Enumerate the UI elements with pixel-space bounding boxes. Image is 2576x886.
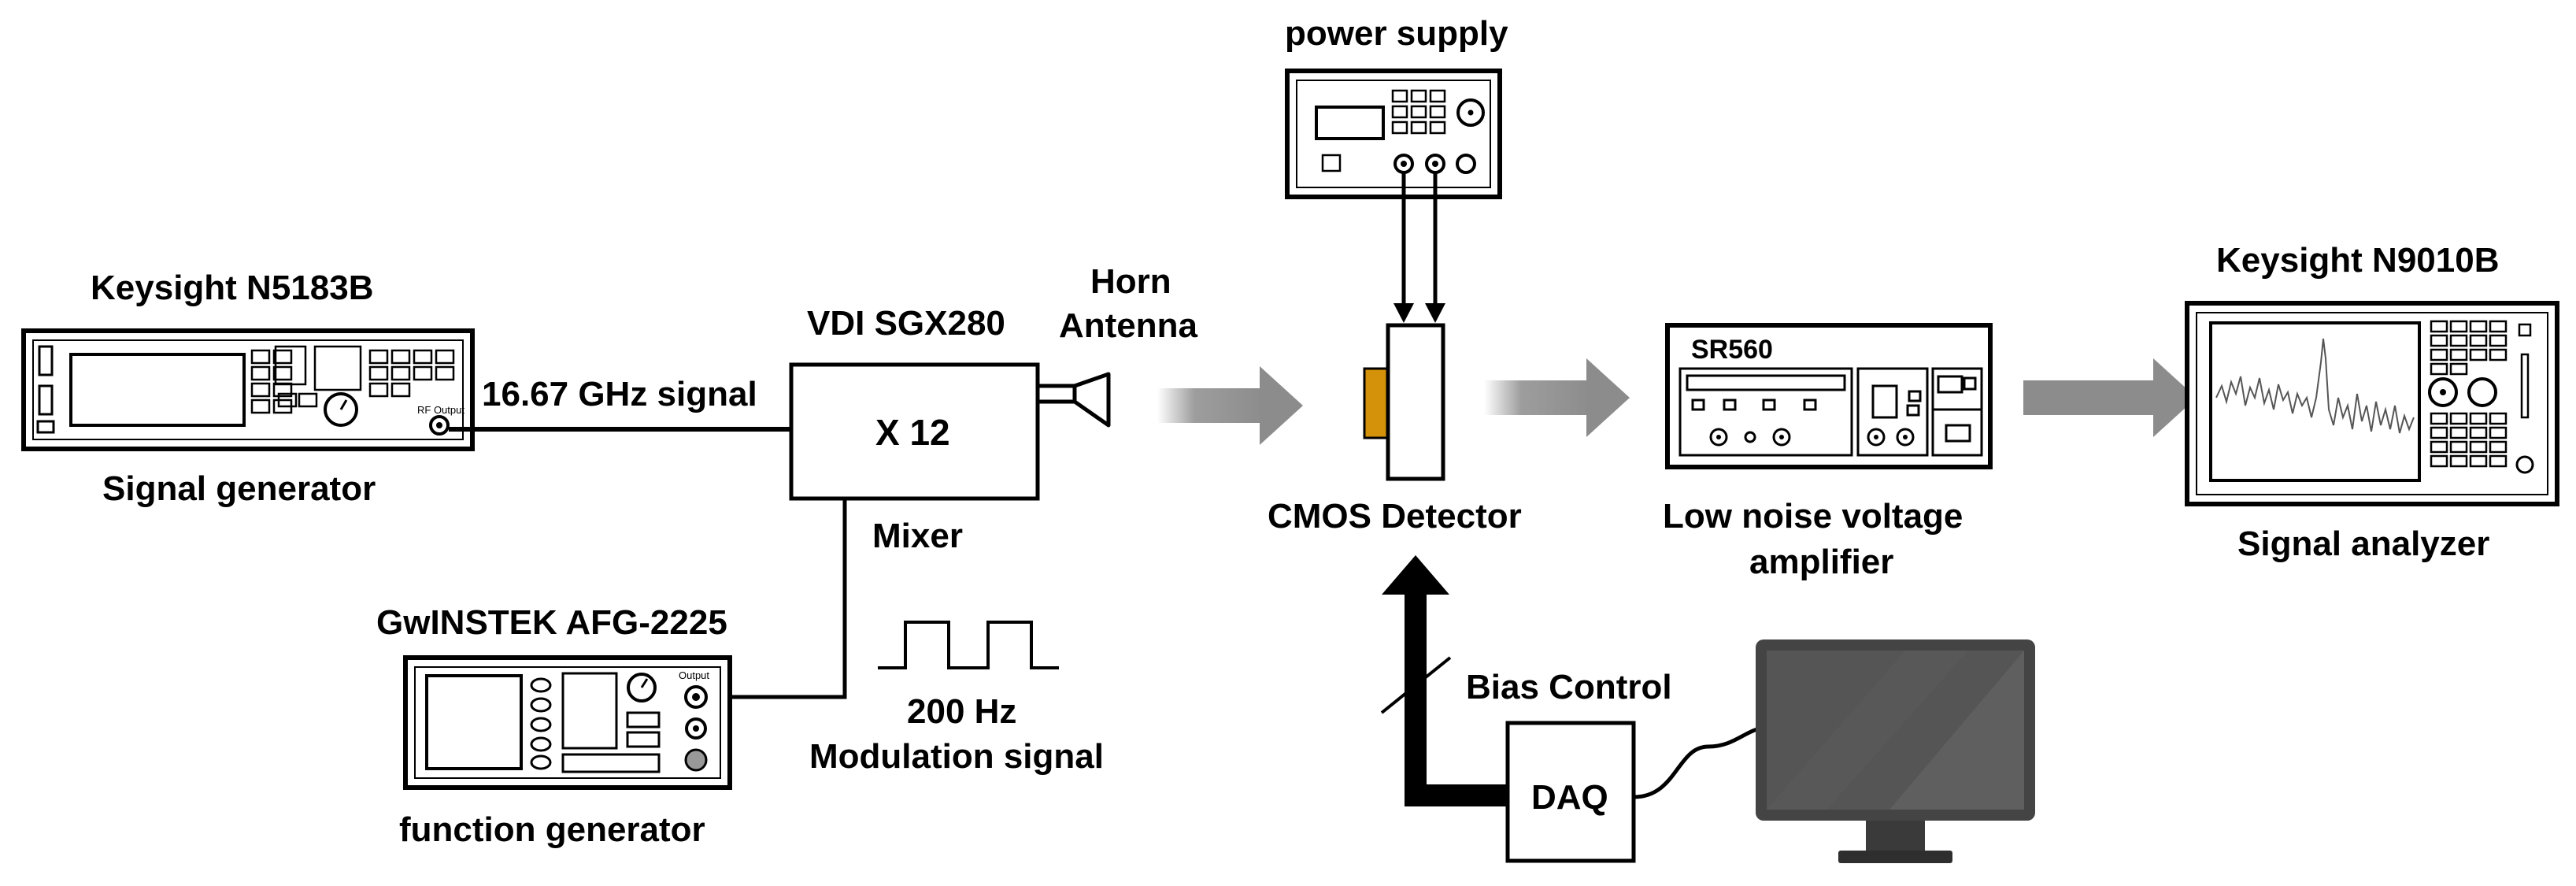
spectrum-trace-icon bbox=[2215, 338, 2415, 434]
rf-signal-label: 16.67 GHz signal bbox=[482, 375, 757, 413]
modulation-waveform-icon bbox=[878, 621, 1059, 669]
horn-label-line1: Horn bbox=[1090, 262, 1171, 301]
signal-generator: RF Output bbox=[21, 328, 475, 451]
signal-analyzer-caption: Signal analyzer bbox=[2237, 525, 2489, 563]
ps-knob-icon bbox=[1456, 98, 1485, 127]
analyzer-knob-icon bbox=[2428, 377, 2458, 407]
horn-antenna-icon bbox=[1035, 372, 1111, 428]
power-supply-caption: power supply bbox=[1285, 14, 1508, 53]
mixer-model: VDI SGX280 bbox=[807, 304, 1005, 343]
mixer-multiplier: X 12 bbox=[875, 412, 950, 453]
computer-monitor-icon bbox=[1756, 639, 2035, 863]
beam-arrow-3 bbox=[2023, 358, 2197, 437]
cmos-detector bbox=[1363, 323, 1445, 481]
keypad-left bbox=[250, 345, 455, 414]
fg-knob-icon bbox=[627, 673, 657, 702]
beam-arrow-1 bbox=[1157, 366, 1303, 445]
mixer-caption: Mixer bbox=[872, 517, 963, 555]
modulation-cable bbox=[709, 499, 847, 699]
function-generator-caption: function generator bbox=[399, 810, 705, 849]
rotary-knob-icon bbox=[324, 392, 358, 427]
mixer-box bbox=[789, 362, 1040, 501]
bias-control-label: Bias Control bbox=[1466, 668, 1672, 706]
sr560-amplifier: SR560 bbox=[1665, 323, 1993, 469]
rf-output-label: RF Output bbox=[417, 404, 464, 416]
signal-generator-caption: Signal generator bbox=[102, 469, 376, 508]
function-generator-model: GwINSTEK AFG-2225 bbox=[376, 603, 727, 642]
power-leads bbox=[1393, 172, 1445, 323]
power-supply bbox=[1285, 69, 1502, 199]
signal-analyzer bbox=[2185, 301, 2559, 506]
lna-caption-line2: amplifier bbox=[1749, 543, 1893, 581]
cmos-detector-caption: CMOS Detector bbox=[1268, 497, 1522, 536]
detector-chip bbox=[1363, 367, 1390, 439]
function-generator: Output bbox=[403, 655, 732, 790]
lna-caption-line1: Low noise voltage bbox=[1663, 497, 1963, 536]
horn-label-line2: Antenna bbox=[1059, 306, 1198, 345]
modulation-signal-label: Modulation signal bbox=[809, 737, 1104, 776]
signal-generator-model: Keysight N5183B bbox=[91, 269, 373, 307]
daq-computer-cable bbox=[1633, 726, 1760, 799]
sr560-model: SR560 bbox=[1691, 335, 1773, 365]
daq-box bbox=[1505, 721, 1636, 863]
fg-output-label: Output bbox=[679, 669, 709, 681]
signal-analyzer-model: Keysight N9010B bbox=[2216, 241, 2499, 280]
modulation-freq-label: 200 Hz bbox=[907, 692, 1016, 731]
beam-arrow-2 bbox=[1484, 358, 1630, 437]
daq-label: DAQ bbox=[1531, 778, 1608, 817]
bias-control-line bbox=[1380, 555, 1512, 806]
